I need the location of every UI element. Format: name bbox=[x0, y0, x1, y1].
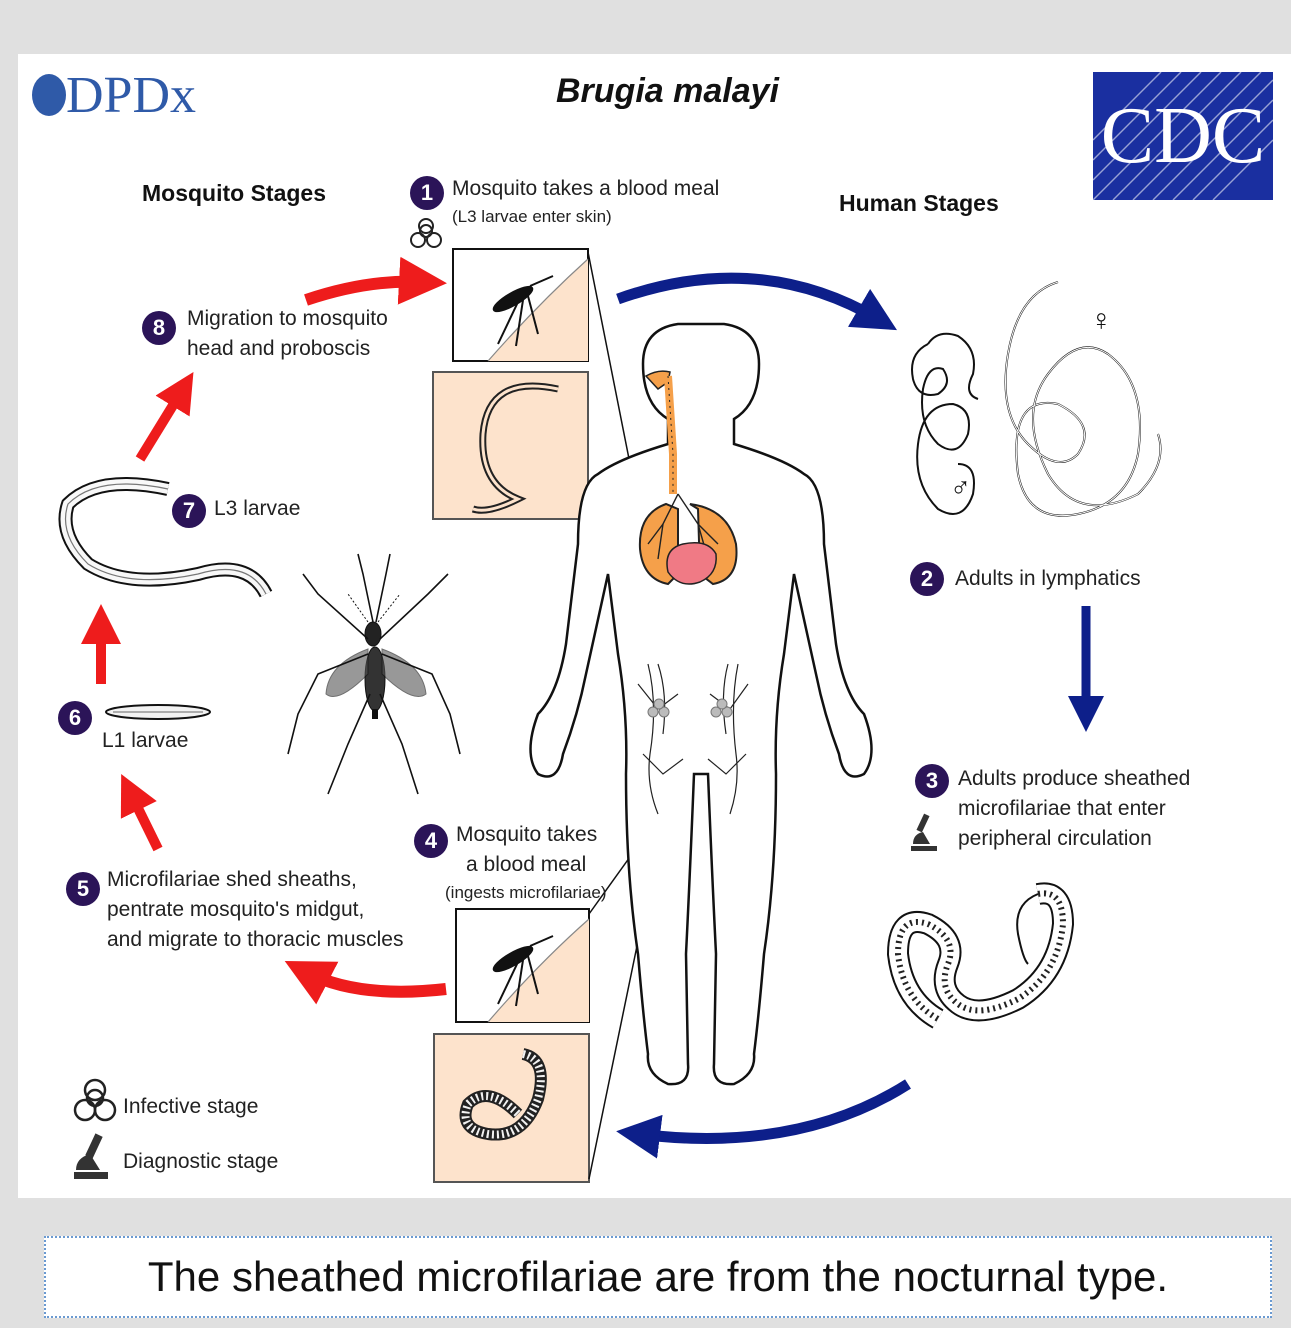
microscope-icon bbox=[74, 1133, 108, 1179]
microfilaria-step3 bbox=[898, 893, 1063, 1019]
female-symbol: ♀ bbox=[1090, 304, 1113, 338]
mosquito-illustration bbox=[288, 554, 460, 794]
step-4-sub: (ingests microfilariae) bbox=[445, 878, 607, 908]
arrow-1-to-2 bbox=[618, 278, 878, 319]
dpdx-logo-text: DPDx bbox=[66, 66, 196, 125]
step-1-sub: (L3 larvae enter skin) bbox=[452, 202, 612, 232]
step-3-line1: Adults produce sheathed bbox=[958, 764, 1190, 794]
lifecycle-graphics bbox=[18, 54, 1291, 1198]
step-8-line2: head and proboscis bbox=[187, 334, 370, 364]
microscope-icon bbox=[911, 814, 937, 851]
cdc-logo-text: CDC bbox=[1093, 72, 1273, 200]
step-5-line3: and migrate to thoracic muscles bbox=[107, 925, 403, 955]
step-4-line2: a blood meal bbox=[466, 850, 586, 880]
step-2-label: Adults in lymphatics bbox=[955, 564, 1141, 594]
step-4-badge: 4 bbox=[414, 824, 448, 858]
arrow-5-to-6 bbox=[130, 792, 158, 849]
biohazard-icon bbox=[75, 1080, 115, 1120]
arrow-3-to-4 bbox=[638, 1084, 908, 1138]
dpdx-logo: DPDx bbox=[32, 66, 232, 126]
male-symbol: ♂ bbox=[950, 472, 971, 504]
step-5-badge: 5 bbox=[66, 872, 100, 906]
step-3-line2: microfilariae that enter bbox=[958, 794, 1166, 824]
diagram-canvas: DPDx Brugia malayi CDC Mosquito Stages H… bbox=[18, 54, 1291, 1198]
dpdx-logo-icon bbox=[32, 74, 66, 116]
legend-infective-stage: Infective stage bbox=[123, 1092, 258, 1122]
step-5-line1: Microfilariae shed sheaths, bbox=[107, 865, 357, 895]
arrow-4-to-5 bbox=[306, 972, 446, 992]
step-8-line1: Migration to mosquito bbox=[187, 304, 388, 334]
step-4-line1: Mosquito takes bbox=[456, 820, 597, 850]
mosquito-stages-heading: Mosquito Stages bbox=[142, 180, 326, 207]
inset-4 bbox=[434, 909, 589, 1182]
diagram-title: Brugia malayi bbox=[556, 72, 779, 111]
step-6-badge: 6 bbox=[58, 701, 92, 735]
legend-diagnostic-stage: Diagnostic stage bbox=[123, 1147, 278, 1177]
step-7-badge: 7 bbox=[172, 494, 206, 528]
step-1-label: Mosquito takes a blood meal bbox=[452, 174, 719, 204]
human-stages-heading: Human Stages bbox=[839, 190, 999, 217]
arrow-7-to-8 bbox=[140, 389, 183, 459]
biohazard-icon bbox=[411, 219, 441, 247]
arrow-8-to-1 bbox=[306, 282, 423, 300]
step-5-line2: pentrate mosquito's midgut, bbox=[107, 895, 364, 925]
l1-larva bbox=[106, 705, 210, 719]
step-8-badge: 8 bbox=[142, 311, 176, 345]
caption-box: The sheathed microfilariae are from the … bbox=[44, 1236, 1272, 1318]
step-3-line3: peripheral circulation bbox=[958, 824, 1152, 854]
step-7-label: L3 larvae bbox=[214, 494, 300, 524]
step-1-badge: 1 bbox=[410, 176, 444, 210]
step-2-badge: 2 bbox=[910, 562, 944, 596]
step-3-badge: 3 bbox=[915, 764, 949, 798]
inset-1 bbox=[433, 249, 588, 519]
step-6-label: L1 larvae bbox=[102, 726, 188, 756]
